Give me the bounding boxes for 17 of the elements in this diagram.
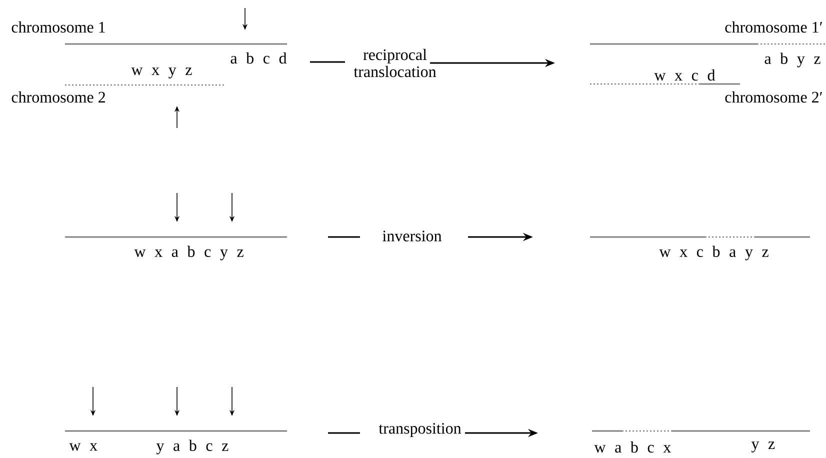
gene-letters: w x c d — [654, 69, 716, 81]
gene-letters: w x — [69, 443, 98, 451]
gene-letters: a b c d — [230, 52, 287, 64]
process-label: inversion — [382, 230, 442, 242]
gene-letters: a b y z — [764, 52, 820, 68]
gene-letters: y z — [751, 442, 775, 452]
gene-letters: w x c b a y z — [659, 246, 768, 260]
chromosome-label: chromosome 1 — [12, 21, 105, 33]
gene-letters: w x a b c y z — [134, 246, 244, 260]
chromosome-label: chromosome 1′ — [725, 21, 822, 33]
process-label: transposition — [378, 423, 462, 437]
process-label: reciprocal translocation — [354, 48, 436, 78]
chromosome-label: chromosome 2 — [12, 91, 105, 103]
gene-letters: w x y z — [131, 68, 192, 78]
chromosome-label: chromosome 2′ — [725, 91, 822, 103]
gene-letters: y a b c z — [156, 440, 228, 454]
gene-letters: w a b c x — [594, 441, 671, 453]
